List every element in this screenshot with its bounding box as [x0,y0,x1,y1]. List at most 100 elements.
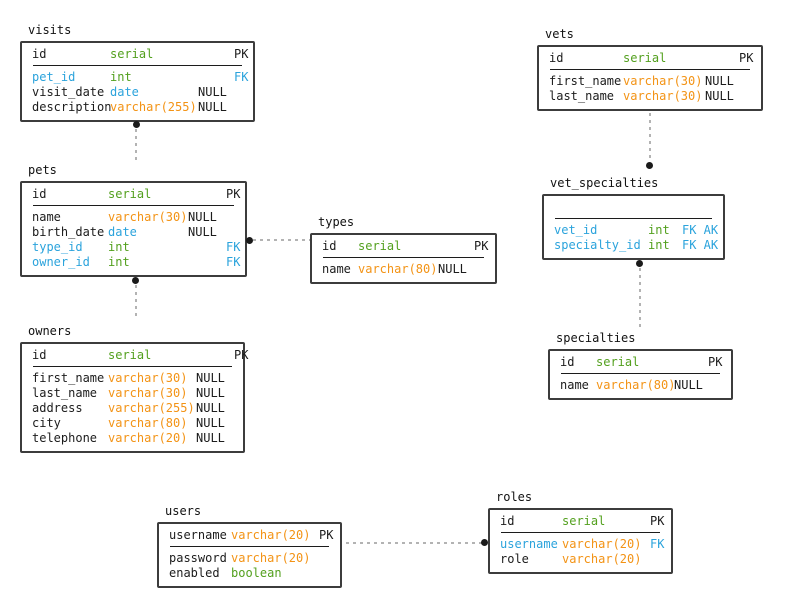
column-key-flag: PK [739,51,754,65]
column-type: varchar(80) [596,378,676,392]
table-title: roles [496,490,533,504]
column-key-flag [234,85,243,100]
column-nullable [196,348,234,363]
connector-dot-vets-vet_specialties [646,162,653,169]
column-row: name varchar(80)NULL [560,378,721,393]
column-name: telephone [32,431,98,445]
column-name: owner_id [32,255,90,269]
column-nullable: NULL [196,416,225,430]
column-name: username [500,537,558,551]
column-name: first_name [549,74,622,88]
column-nullable: NULL [196,401,225,415]
column-name: birth_date [32,225,105,239]
column-name: name [32,210,61,224]
column-key-flag [708,378,721,393]
column-type: date [108,225,137,239]
column-name: id [32,47,47,61]
connector-dot-pets-owners [132,277,139,284]
column-key-flag [226,225,235,240]
column-nullable [198,47,234,62]
column-name: password [169,551,227,565]
column-name: city [32,416,61,430]
column-key-flag [319,566,330,581]
column-type: varchar(30) [623,89,703,103]
column-name: name [322,262,351,276]
column-type: serial [108,187,152,201]
header-divider [33,205,234,206]
table-title: vets [545,27,574,41]
column-nullable: NULL [198,85,227,99]
column-name: enabled [169,566,220,580]
column-key-flag: PK [319,528,334,542]
column-type: int [108,255,130,269]
relationship-line-vets-vet_specialties [649,113,651,161]
column-type: serial [110,47,154,61]
connector-dot-vet_specialties-specialties [636,260,643,267]
header-divider [501,532,660,533]
column-type: int [648,238,670,252]
column-type: varchar(30) [108,386,188,400]
connector-dot-visits-pets [133,121,140,128]
column-key-flag: FK [226,255,241,269]
column-type: varchar(80) [108,416,188,430]
column-nullable: NULL [196,431,225,445]
header-divider [323,257,484,258]
header-divider [550,69,750,70]
column-nullable [705,51,739,66]
connector-dot-pets-types [246,237,253,244]
column-name: name [560,378,589,392]
column-type: date [110,85,139,99]
column-key-flag [319,551,330,566]
column-name: vet_id [554,223,598,237]
column-name: id [32,187,47,201]
column-key-flag [682,200,713,215]
column-nullable: NULL [674,378,703,392]
column-nullable: NULL [196,371,225,385]
column-name: id [322,239,337,253]
column-row [554,200,713,215]
column-key-flag: FK [650,537,665,551]
column-key-flag: PK [650,514,665,528]
table-title: users [165,504,202,518]
column-type: varchar(20) [108,431,188,445]
relationship-line-pets-owners [135,285,137,319]
column-nullable: NULL [188,225,217,239]
column-name: id [549,51,564,65]
column-key-flag [650,552,661,567]
column-type: serial [358,239,402,253]
relationship-line-vet_specialties-specialties [639,268,641,328]
